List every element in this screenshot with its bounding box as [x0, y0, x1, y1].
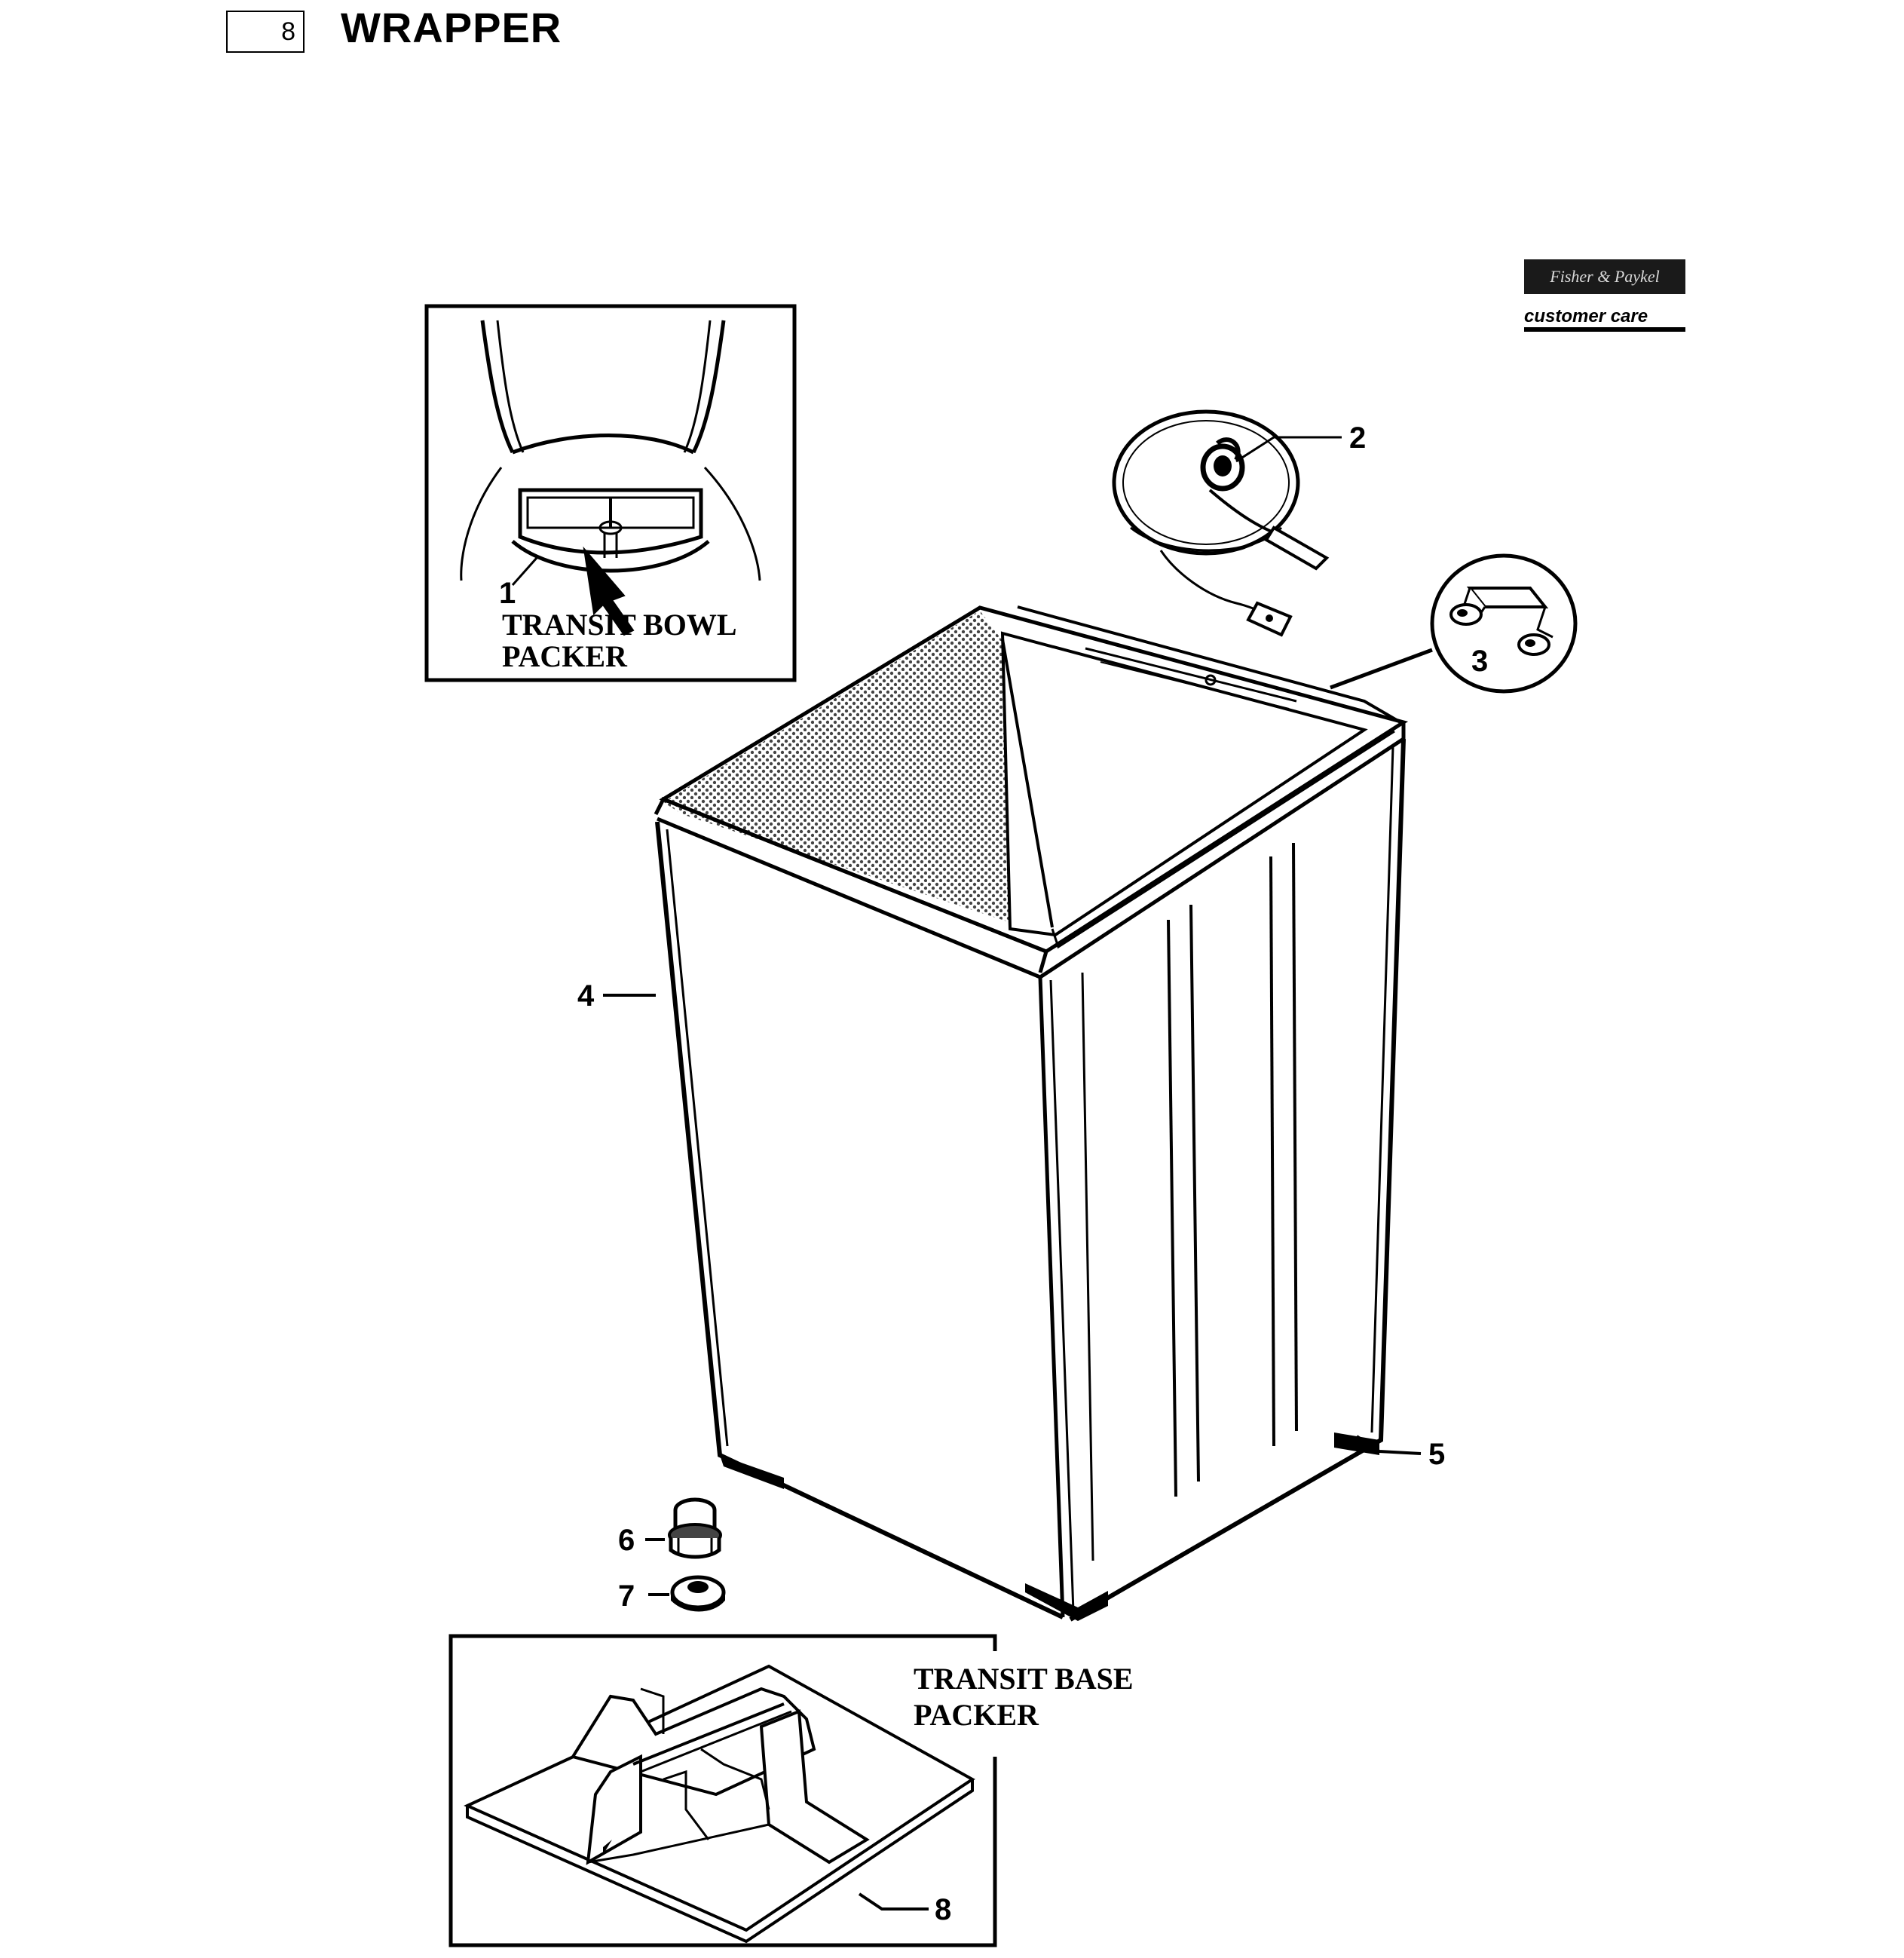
- caption-transit-base-line2: PACKER: [914, 1698, 1039, 1732]
- callout-7: 7: [618, 1580, 635, 1613]
- caption-transit-bowl-line1: TRANSIT BOWL: [502, 608, 737, 642]
- callout-5: 5: [1428, 1438, 1445, 1471]
- caption-transit-bowl-line2: PACKER: [502, 639, 628, 673]
- brand-logo-fisher-paykel: Fisher & Paykel: [1524, 259, 1685, 294]
- callout-2: 2: [1349, 421, 1366, 455]
- section-number-box: 8: [226, 11, 305, 53]
- callout-3: 3: [1471, 645, 1488, 678]
- brand-logo-customer-care: customer care: [1524, 302, 1685, 332]
- part-2-assembly: [1112, 409, 1342, 637]
- callout-1: 1: [499, 577, 516, 610]
- callout-4: 4: [577, 979, 595, 1013]
- transit-base-packer-inset: [448, 1634, 1146, 1947]
- caption-transit-base-line1: TRANSIT BASE: [914, 1662, 1134, 1696]
- page-title: WRAPPER: [341, 4, 562, 51]
- part-6-plug: [645, 1497, 722, 1559]
- part-3-hinge-detail: [1330, 553, 1578, 694]
- part-7-washer: [648, 1575, 726, 1612]
- transit-bowl-packer-inset: [424, 304, 797, 682]
- part-4-wrapper-cabinet: [603, 605, 1422, 1622]
- callout-8: 8: [935, 1893, 951, 1926]
- callout-6: 6: [618, 1524, 635, 1557]
